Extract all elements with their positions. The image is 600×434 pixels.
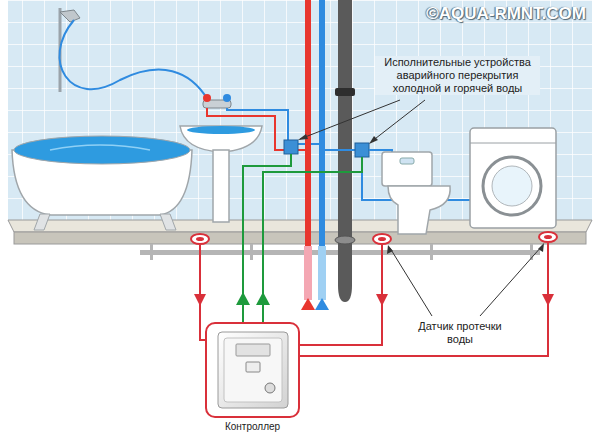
bath-water [14, 136, 190, 164]
cold-flow-arrow [315, 298, 329, 310]
shutoff-valve [284, 140, 298, 154]
sink-pedestal [213, 150, 229, 222]
control-arrow [236, 292, 250, 305]
cold-line [325, 149, 355, 151]
cold-riser-below [318, 246, 326, 300]
watermark: ©AQUA-RMNT.COM [398, 4, 586, 24]
ceiling-hanger [150, 244, 153, 260]
ceiling-hanger [430, 244, 433, 260]
controller-display [236, 344, 270, 356]
sewer-trap [338, 285, 352, 302]
signal-arrow [376, 294, 388, 306]
hot-knob [203, 94, 211, 102]
leader-line [300, 100, 400, 139]
hot-riser [305, 0, 311, 300]
leader-line [480, 246, 542, 316]
control-wire [243, 154, 291, 322]
machine-drum [492, 166, 532, 206]
machine-panel [470, 143, 556, 144]
floor-front [14, 232, 586, 244]
sink-basin [180, 126, 262, 152]
leader-head [387, 245, 393, 254]
water-ripple [50, 145, 150, 150]
leader-head [298, 134, 308, 140]
leader-line [390, 248, 432, 316]
leader-head [369, 136, 378, 144]
leak-sensor [373, 234, 391, 244]
shutoff-valve [355, 143, 369, 157]
sewer-floor-flange [335, 236, 355, 244]
leak-sensor [539, 232, 557, 242]
shower-head [60, 10, 80, 22]
tiled-wall [8, 0, 592, 222]
shower-hose [59, 20, 208, 100]
sewer-fitting [335, 88, 355, 96]
bath-leg [160, 214, 176, 230]
toilet-bowl [388, 186, 450, 234]
controller-face [224, 338, 282, 402]
leak-sensor [191, 234, 209, 244]
toilet-cistern [382, 152, 432, 186]
signal-arrow [194, 294, 206, 306]
ceiling-hanger [250, 244, 253, 260]
sensor-wire [200, 245, 205, 340]
machine-door [483, 157, 541, 215]
hot-flow-arrow [301, 298, 315, 310]
sensor-wire [300, 245, 382, 345]
cold-knob [223, 94, 231, 102]
control-wire [263, 157, 362, 322]
callout-label: Датчик протечки воды [410, 320, 510, 346]
signal-arrow [542, 294, 554, 306]
cold-riser [319, 0, 325, 300]
controller-knob [265, 383, 275, 393]
sensor-wire [300, 243, 548, 356]
callout-label: Исполнительные устройства аварийного пер… [375, 56, 540, 95]
leader-line [371, 100, 425, 142]
bath-leg [34, 214, 50, 230]
controller-device [218, 332, 288, 408]
hot-riser-below [304, 246, 312, 300]
washing-machine [470, 128, 556, 228]
flush-button [400, 158, 414, 164]
controller-label: Контроллер [223, 421, 282, 432]
sink-water [187, 126, 255, 134]
leader-head [538, 243, 544, 252]
control-arrow [256, 292, 270, 305]
controller-switch [246, 362, 260, 372]
controller-box: Контроллер [205, 322, 300, 418]
